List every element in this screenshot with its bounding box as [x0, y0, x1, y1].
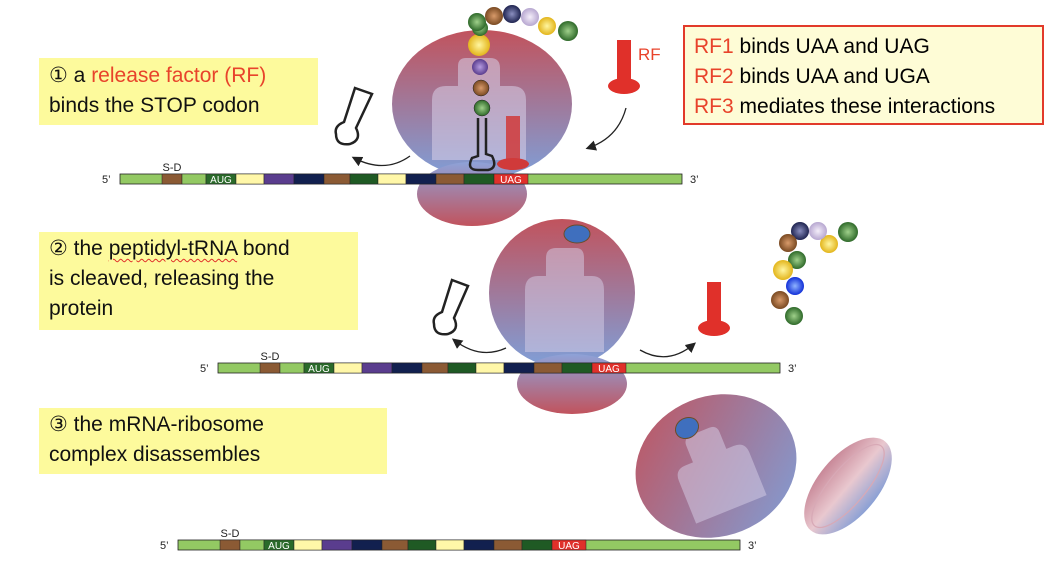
- codon-segment: [323, 173, 351, 185]
- codon-segment: [351, 539, 383, 551]
- peptidyl-trna-term: peptidyl-tRNA: [108, 237, 238, 260]
- info-rf1: RF1 binds UAA and UAG: [694, 35, 930, 58]
- info-rf2: RF2 binds UAA and UGA: [694, 65, 930, 88]
- released-protein: [771, 222, 858, 325]
- release-factor-info-box: RF1 binds UAA and UAG RF2 binds UAA and …: [683, 25, 1044, 125]
- rf-binding-arrow: [585, 107, 627, 151]
- large-subunit-dissociated: [635, 394, 797, 538]
- codon-segment: [533, 362, 563, 374]
- codon-segment: [463, 539, 495, 551]
- codon-segment: [561, 362, 593, 374]
- trna-exit-arrow-2: [451, 338, 507, 354]
- codon-segment: [435, 539, 465, 551]
- codon-segment: [293, 173, 325, 185]
- five-prime-label: 5’: [200, 363, 209, 375]
- small-subunit-dissociated: [804, 437, 892, 535]
- codon-segment: [493, 539, 523, 551]
- exit-tunnel-2: [563, 224, 591, 244]
- three-prime-label: 3’: [748, 540, 757, 552]
- five-prime-label: 5’: [102, 174, 111, 186]
- codon-segment: [321, 539, 353, 551]
- codon-segment: [521, 539, 553, 551]
- small-subunit: [417, 162, 527, 226]
- released-trna-2: [432, 278, 470, 336]
- codon-segment: [421, 362, 449, 374]
- codon-segment: [361, 362, 393, 374]
- codon-segment: [447, 362, 477, 374]
- trna-p-site: [468, 118, 496, 172]
- codon-segment: [435, 173, 465, 185]
- trna-exit-arrow: [351, 155, 411, 167]
- codon-segment: [405, 173, 437, 185]
- start-codon-label: AUG: [210, 175, 232, 186]
- released-trna: [334, 86, 374, 146]
- shine-dalgarno-label: S-D: [221, 528, 240, 540]
- codon-segment: [263, 173, 295, 185]
- codon-segment: [463, 173, 495, 185]
- codon-segment: [591, 362, 627, 374]
- step2-box: ② the peptidyl-tRNA bond is cleaved, rel…: [39, 232, 358, 330]
- codon-segment: [279, 362, 305, 374]
- step2-line3: protein: [49, 297, 114, 320]
- three-prime-label: 3’: [690, 174, 699, 186]
- step3-number: ③: [49, 413, 68, 436]
- ribosome-sites-2: [525, 248, 604, 352]
- shine-dalgarno-label: S-D: [163, 162, 182, 174]
- start-codon-label: AUG: [308, 364, 330, 375]
- codon-segment: [503, 362, 535, 374]
- start-codon-label: AUG: [268, 541, 290, 552]
- step3-line2: complex disassembles: [49, 443, 261, 466]
- codon-segment: [235, 173, 265, 185]
- release-factor-free: [608, 40, 640, 94]
- codon-segment: [551, 539, 587, 551]
- codon-segment: [239, 539, 265, 551]
- rf-release-arrow: [639, 342, 696, 358]
- codon-segment: [349, 173, 379, 185]
- codon-segment: [219, 539, 241, 551]
- shine-dalgarno-label: S-D: [261, 351, 280, 363]
- codon-segment: [161, 173, 183, 185]
- release-factor-term: release factor (RF): [91, 64, 267, 87]
- codon-segment: [377, 173, 407, 185]
- codon-segment: [475, 362, 505, 374]
- stop-codon-label: UAG: [558, 541, 580, 552]
- step2-number: ②: [49, 237, 68, 260]
- step2-line2: is cleaved, releasing the: [49, 267, 275, 290]
- release-factor-bound: [506, 116, 520, 162]
- step1-box: ① a release factor (RF) binds the STOP c…: [39, 58, 318, 125]
- codon-segment: [407, 539, 437, 551]
- three-prime-label: 3’: [788, 363, 797, 375]
- stop-codon-label: UAG: [598, 364, 620, 375]
- exit-tunnel-3: [674, 416, 700, 440]
- release-factor-released: [698, 282, 730, 336]
- mrna-labels: 5’ 3’ S-D AUG UAG 5’ 3’ S-D AUG UAG 5’ 3’ S-D AUG UAG: [102, 162, 797, 552]
- codon-segment: [293, 539, 323, 551]
- codon-segment: [259, 362, 281, 374]
- codon-segment: [391, 362, 423, 374]
- five-prime-label: 5’: [160, 540, 169, 552]
- info-rf3: RF3 mediates these interactions: [694, 95, 996, 118]
- step3-box: ③ the mRNA-ribosome complex disassembles: [39, 408, 387, 474]
- step1-line2: binds the STOP codon: [49, 94, 260, 117]
- polypeptide-chain: [468, 5, 578, 117]
- codon-segment: [333, 362, 363, 374]
- mrna-codon-segments: [161, 173, 627, 551]
- codon-segment: [493, 173, 529, 185]
- step1-number: ①: [49, 64, 68, 87]
- rf-label: RF: [638, 45, 661, 64]
- stop-codon-label: UAG: [500, 175, 522, 186]
- codon-segment: [181, 173, 207, 185]
- codon-segment: [381, 539, 409, 551]
